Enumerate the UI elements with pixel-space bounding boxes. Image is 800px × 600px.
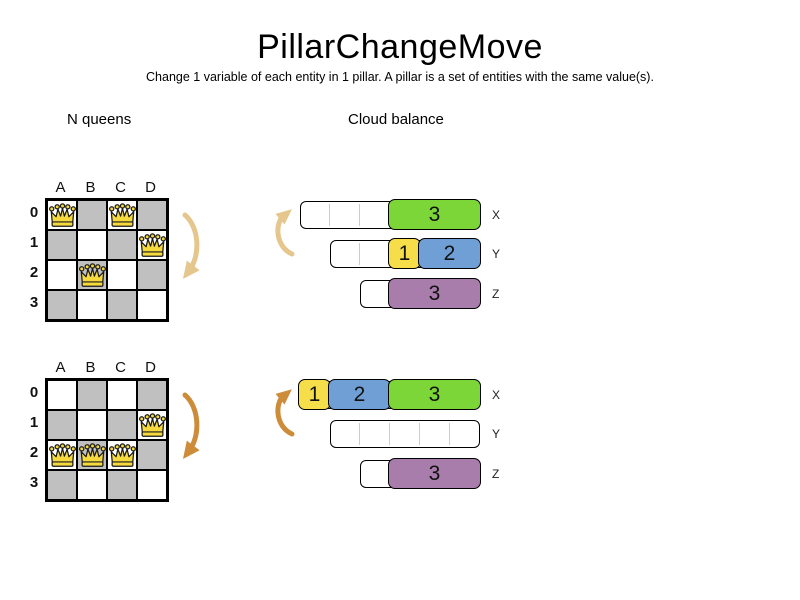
pillar-move-down-arrow-after (182, 392, 200, 459)
column-header: A (55, 179, 67, 196)
column-header: B (85, 359, 97, 376)
board-cell (107, 260, 137, 290)
queen-icon (108, 442, 136, 467)
board-cell (77, 230, 107, 260)
resource-bar-z-before: 3 (360, 278, 481, 309)
row-label: 0 (29, 204, 39, 221)
board-cell (47, 440, 77, 470)
process-block-blue: 2 (328, 379, 391, 410)
row-label: 3 (29, 474, 39, 491)
computer-label-y: Y (492, 247, 501, 261)
column-header: B (85, 179, 97, 196)
queen-icon (108, 202, 136, 227)
row-label: 1 (29, 234, 39, 251)
board-cell (107, 230, 137, 260)
board-cell (47, 410, 77, 440)
board-cell (137, 290, 167, 320)
row-label: 3 (29, 294, 39, 311)
computer-label-x: X (492, 388, 501, 402)
queen-icon (48, 442, 76, 467)
row-label: 0 (29, 384, 39, 401)
board-cell (137, 440, 167, 470)
queen-icon (138, 412, 166, 437)
board-cell (107, 290, 137, 320)
resource-bar-y-after (330, 420, 480, 448)
board-cell (107, 380, 137, 410)
board-cell (77, 470, 107, 500)
board-cell (77, 410, 107, 440)
board-cell (137, 380, 167, 410)
cloud-balance-section-label: Cloud balance (348, 111, 444, 128)
row-labels: 0 1 2 3 (25, 198, 43, 318)
board-cell (47, 380, 77, 410)
board-grid (45, 378, 169, 502)
board-cell (107, 470, 137, 500)
queen-icon (138, 232, 166, 257)
process-block-purple: 3 (388, 278, 481, 309)
process-block-green: 3 (388, 199, 481, 230)
chessboard-before: A B C D 0 1 2 3 (25, 179, 175, 324)
column-headers: A B C D (46, 179, 166, 196)
computer-label-x: X (492, 208, 501, 222)
row-label: 2 (29, 264, 39, 281)
column-header: C (115, 179, 127, 196)
cell-divider (419, 423, 420, 445)
board-grid (45, 198, 169, 322)
board-cell (47, 230, 77, 260)
board-cell (77, 380, 107, 410)
board-cell (47, 200, 77, 230)
chessboard-after: A B C D 0 1 2 3 (25, 359, 175, 504)
board-cell (137, 200, 167, 230)
column-header: D (145, 179, 157, 196)
board-cell (77, 440, 107, 470)
computer-label-z: Z (492, 287, 500, 301)
pillar-move-up-arrow-before (275, 209, 295, 257)
process-block-yellow: 1 (388, 238, 421, 269)
column-header: A (55, 359, 67, 376)
process-block-yellow: 1 (298, 379, 331, 410)
board-cell (137, 410, 167, 440)
queen-icon (78, 262, 106, 287)
page-title: PillarChangeMove (257, 28, 543, 66)
board-cell (137, 230, 167, 260)
pillar-move-up-arrow-after (275, 389, 295, 437)
subtitle: Change 1 variable of each entity in 1 pi… (146, 70, 654, 84)
resource-bar-x-before: 3 (300, 199, 481, 230)
board-cell (47, 470, 77, 500)
board-cell (77, 260, 107, 290)
board-cell (47, 260, 77, 290)
board-cell (137, 470, 167, 500)
computer-label-y: Y (492, 427, 501, 441)
cell-divider (449, 423, 450, 445)
row-labels: 0 1 2 3 (25, 378, 43, 498)
cell-divider (389, 423, 390, 445)
queen-icon (78, 442, 106, 467)
cell-divider (329, 204, 330, 226)
cell-divider (359, 204, 360, 226)
cell-divider (359, 423, 360, 445)
computer-label-z: Z (492, 467, 500, 481)
cell-divider (359, 243, 360, 265)
board-cell (77, 290, 107, 320)
column-header: C (115, 359, 127, 376)
process-block-purple: 3 (388, 458, 481, 489)
board-cell (77, 200, 107, 230)
column-headers: A B C D (46, 359, 166, 376)
resource-bar-z-after: 3 (360, 458, 481, 489)
process-block-blue: 2 (418, 238, 481, 269)
row-label: 1 (29, 414, 39, 431)
column-header: D (145, 359, 157, 376)
nqueens-section-label: N queens (67, 111, 132, 128)
row-label: 2 (29, 444, 39, 461)
board-cell (137, 260, 167, 290)
board-cell (47, 290, 77, 320)
pillar-move-down-arrow-before (182, 212, 200, 279)
board-cell (107, 440, 137, 470)
process-block-green: 3 (388, 379, 481, 410)
board-cell (107, 410, 137, 440)
board-cell (107, 200, 137, 230)
queen-icon (48, 202, 76, 227)
